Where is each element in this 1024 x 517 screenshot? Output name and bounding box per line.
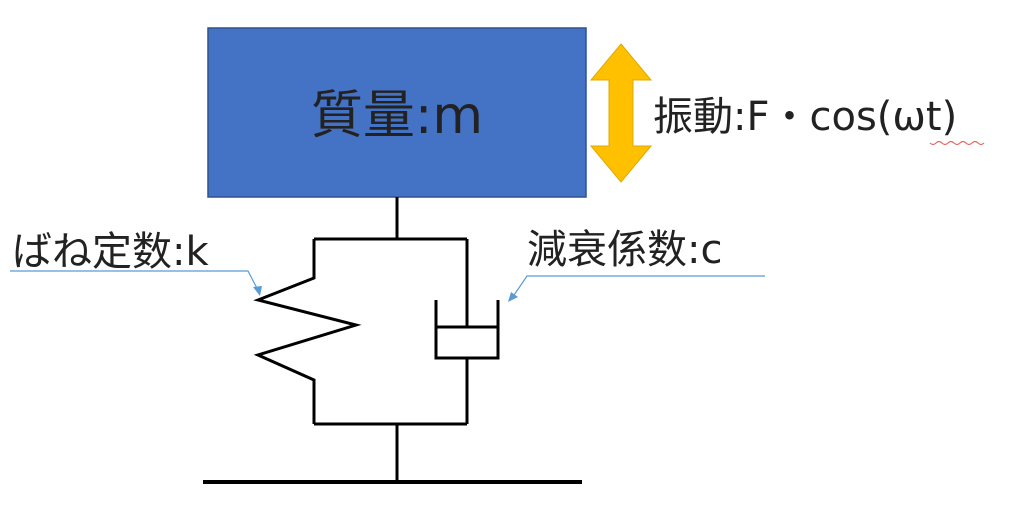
damper-callout-line <box>508 275 765 302</box>
vibration-label: 振動:F・cos(ωt) <box>653 94 957 140</box>
upper-frame <box>314 197 467 241</box>
mass-block <box>207 27 587 198</box>
spellcheck-underline <box>929 140 985 146</box>
vibration-double-arrow-icon <box>589 43 653 183</box>
spring-zigzag <box>253 239 362 424</box>
damper-dashpot <box>434 239 500 424</box>
damping-coefficient-label: 減衰係数:c <box>527 227 722 273</box>
mass-label: 質量:m <box>311 86 483 146</box>
spring-callout-line <box>10 270 262 296</box>
lower-frame <box>314 422 467 482</box>
spring-constant-label: ばね定数:k <box>12 229 209 275</box>
